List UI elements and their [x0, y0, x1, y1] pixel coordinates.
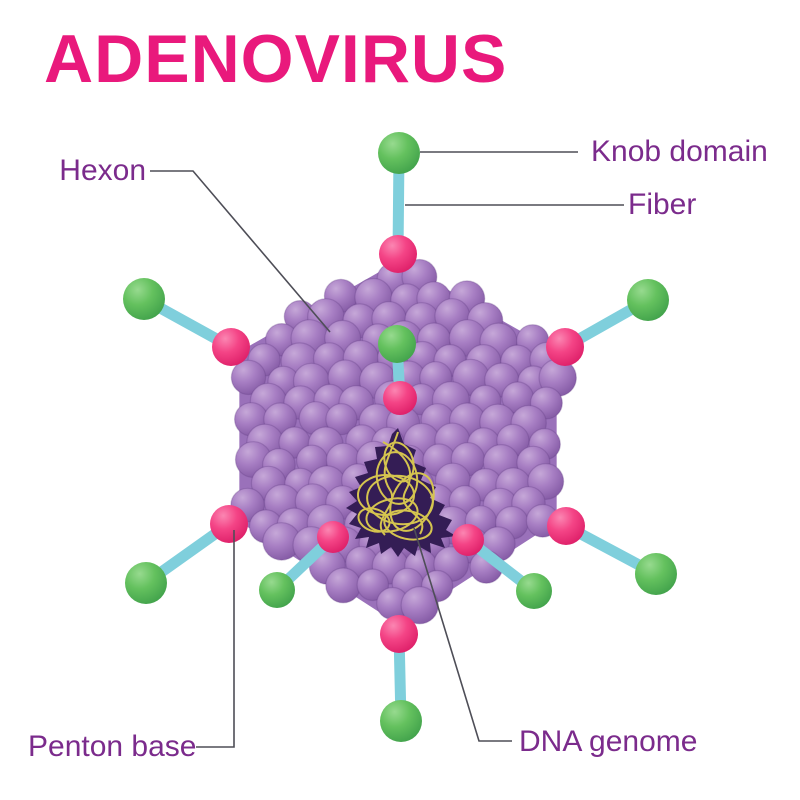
penton-base	[452, 524, 484, 556]
knob-domain	[516, 573, 552, 609]
callout-layer	[150, 151, 624, 748]
vertex-upper-left-assembly	[123, 278, 250, 366]
hexon-callout-line	[150, 170, 331, 333]
label-fiber: Fiber	[628, 188, 697, 221]
knob-domain	[378, 132, 420, 174]
capsid-layer	[123, 132, 677, 742]
penton-base	[317, 521, 349, 553]
knob-domain	[259, 572, 295, 608]
penton-base	[547, 507, 585, 545]
vertex-upper-right-assembly	[546, 279, 669, 366]
knob-domain	[635, 553, 677, 595]
penton-base	[546, 328, 584, 366]
vertex-top-assembly	[378, 132, 420, 273]
label-hexon: Hexon	[59, 154, 146, 187]
dna-genome-callout-line	[413, 527, 512, 742]
vertex-lower-right-assembly	[547, 507, 677, 595]
knob-domain	[380, 700, 422, 742]
penton-base	[379, 235, 417, 273]
label-knob-domain: Knob domain	[591, 135, 768, 168]
penton-base	[383, 381, 417, 415]
vertex-lower-left-assembly	[125, 505, 248, 604]
dna-genome-core	[346, 428, 456, 557]
hexon-capsomeres	[230, 258, 577, 625]
dna-strand-coils	[357, 431, 435, 541]
penton-base-callout-line	[196, 530, 235, 748]
knob-domain	[378, 325, 416, 363]
knob-domain	[125, 562, 167, 604]
page-title: ADENOVIRUS	[44, 21, 508, 97]
penton-base	[212, 328, 250, 366]
knob-domain	[123, 278, 165, 320]
knob-domain	[627, 279, 669, 321]
vertex-front-right-assembly	[452, 524, 552, 609]
label-penton-base: Penton base	[28, 730, 197, 763]
vertex-front-top-assembly	[378, 325, 417, 415]
vertex-front-left-assembly	[259, 521, 349, 608]
penton-base	[210, 505, 248, 543]
penton-base	[380, 615, 418, 653]
vertex-bottom-assembly	[380, 615, 422, 742]
label-dna-genome: DNA genome	[519, 725, 698, 758]
